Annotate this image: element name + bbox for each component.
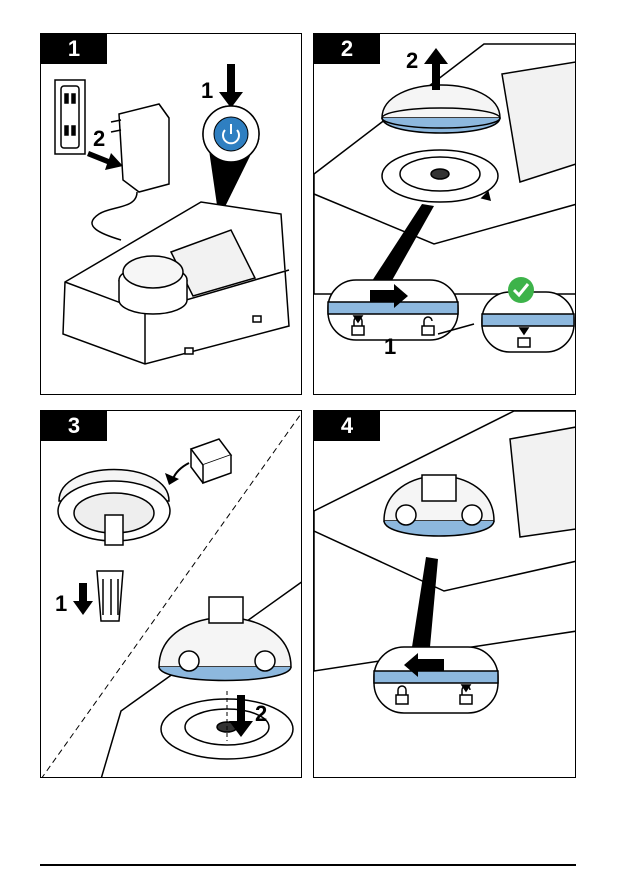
- lock-detail-zoom: [328, 280, 458, 340]
- step-panel-1: 1 2 1: [40, 33, 302, 395]
- callout-1: 1: [55, 591, 67, 616]
- callout-1: 1: [201, 78, 213, 103]
- step-3-illustration: 1 2: [41, 411, 302, 778]
- arrow-icon: [219, 64, 243, 108]
- power-adapter-icon: [92, 104, 169, 240]
- power-button-icon: [214, 117, 248, 151]
- step-panel-2: 2 2: [313, 33, 576, 395]
- wall-outlet-icon: [55, 80, 85, 154]
- step-number-2: 2: [314, 34, 380, 64]
- arrow-icon: [87, 151, 123, 170]
- instrument-body: [63, 202, 289, 364]
- locked-detail-zoom: [482, 292, 574, 352]
- lock-detail-zoom: [374, 647, 498, 713]
- step-2-illustration: 2 1: [314, 34, 576, 395]
- callout-1: 1: [384, 334, 396, 359]
- cell-holder: [382, 150, 498, 202]
- callout-2: 2: [255, 701, 267, 726]
- checkmark-icon: [508, 277, 534, 303]
- step-1-illustration: 2 1: [41, 34, 302, 395]
- step-number-3: 3: [41, 411, 107, 441]
- arrow-icon: [165, 473, 179, 485]
- callout-2: 2: [406, 48, 418, 73]
- arrow-icon: [73, 583, 93, 615]
- package-icon: [191, 439, 231, 483]
- step-panel-4: 4: [313, 410, 576, 778]
- step-panel-3: 3 1: [40, 410, 302, 778]
- step-4-illustration: [314, 411, 576, 778]
- filter-cartridge: [97, 571, 123, 621]
- footer-rule: [40, 864, 576, 866]
- callout-2: 2: [93, 126, 105, 151]
- step-number-4: 4: [314, 411, 380, 441]
- step-number-1: 1: [41, 34, 107, 64]
- cap-underside: [58, 470, 170, 546]
